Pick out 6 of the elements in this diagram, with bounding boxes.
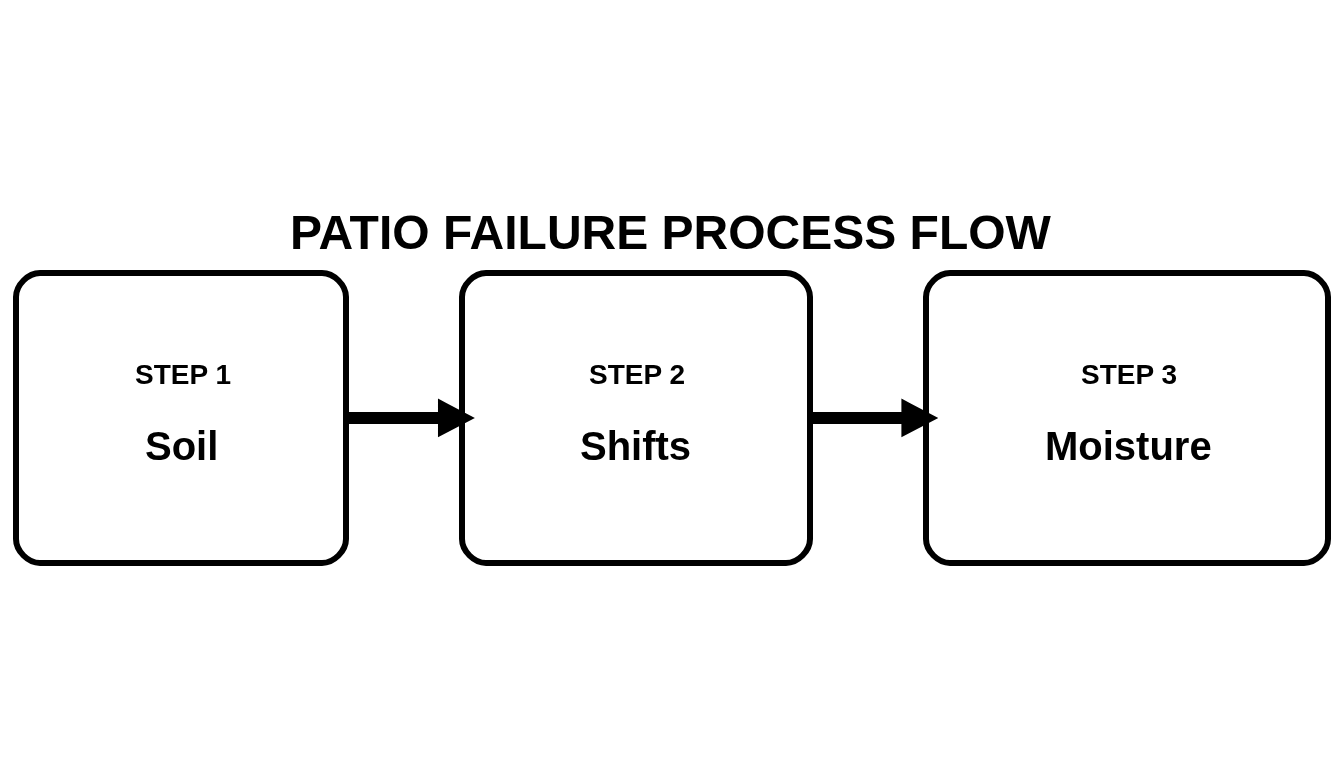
arrow [346, 398, 475, 438]
node-box: STEP 2 Shifts [459, 270, 813, 566]
node-box: STEP 1 Soil [13, 270, 349, 566]
diagram-title: PATIO FAILURE PROCESS FLOW [290, 206, 1051, 260]
node-box: STEP 3 Moisture [923, 270, 1331, 566]
arrow [810, 398, 939, 438]
